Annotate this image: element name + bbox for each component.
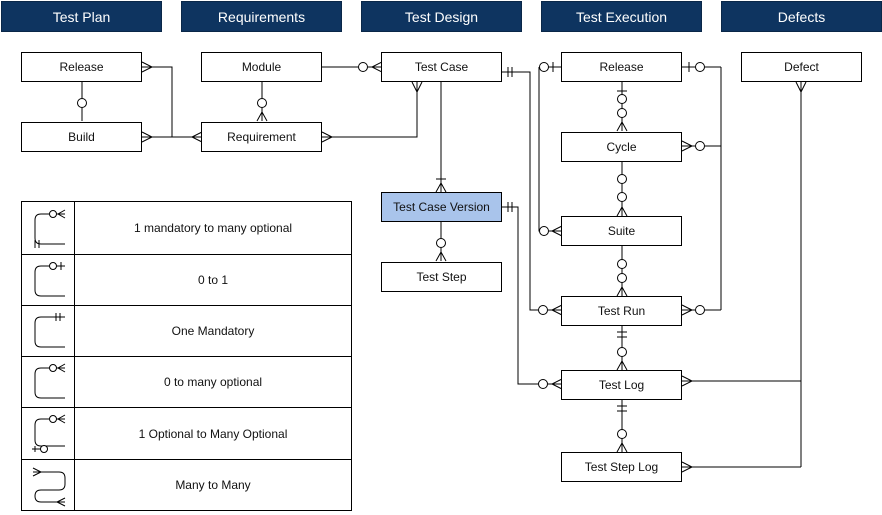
entity-release-execution[interactable]: Release xyxy=(561,52,682,82)
legend-label: Many to Many xyxy=(175,478,251,492)
entity-test-step[interactable]: Test Step xyxy=(381,262,502,292)
rel-cycle-suite xyxy=(616,161,628,217)
rel-module-testcase xyxy=(322,61,383,73)
rel-version-testlog xyxy=(502,202,563,390)
entity-module[interactable]: Module xyxy=(201,52,322,82)
rel-testrun-testlog xyxy=(616,326,628,371)
header-test-design: Test Design xyxy=(361,1,522,32)
legend-label: 0 to 1 xyxy=(197,273,229,287)
entity-defect[interactable]: Defect xyxy=(741,52,862,82)
legend-table: 1 mandatory to many optional 0 to 1 One … xyxy=(21,201,352,511)
header-requirements: Requirements xyxy=(181,1,342,32)
legend-label: 0 to many optional xyxy=(163,375,263,389)
entity-test-run[interactable]: Test Run xyxy=(561,296,682,326)
rel-release-build xyxy=(77,82,87,121)
legend-row: 0 to many optional xyxy=(22,357,351,408)
header-test-execution: Test Execution xyxy=(541,1,702,32)
legend-label: One Mandatory xyxy=(171,324,255,338)
rel-suite-testrun xyxy=(616,246,628,297)
rel-requirement-testcase xyxy=(321,81,423,143)
legend-symbol-0-to-1 xyxy=(22,255,75,305)
rel-defect-logs xyxy=(681,81,807,473)
legend-label: 1 Optional to Many Optional xyxy=(138,426,288,441)
rel-testcase-version xyxy=(435,82,447,193)
legend-row: One Mandatory xyxy=(22,306,351,357)
rel-testlog-steplog xyxy=(616,400,628,453)
rel-testcase-testrun xyxy=(502,67,563,316)
entity-suite[interactable]: Suite xyxy=(561,216,682,246)
entity-test-case[interactable]: Test Case xyxy=(381,52,502,82)
legend-row: Many to Many xyxy=(22,460,351,510)
legend-symbol-1-optional-to-many-optional xyxy=(22,408,75,459)
header-defects: Defects xyxy=(721,1,882,32)
entity-test-step-log[interactable]: Test Step Log xyxy=(561,452,682,482)
rel-release-build-requirement xyxy=(141,61,203,143)
rel-release-cycle-run-bus xyxy=(681,62,722,316)
rel-module-requirement xyxy=(256,82,268,122)
legend-row: 0 to 1 xyxy=(22,255,351,306)
header-test-plan: Test Plan xyxy=(1,1,162,32)
legend-row: 1 mandatory to many optional xyxy=(22,202,351,255)
entity-cycle[interactable]: Cycle xyxy=(561,132,682,162)
legend-symbol-0-to-many-optional xyxy=(22,357,75,407)
entity-test-case-version[interactable]: Test Case Version xyxy=(381,192,502,222)
entity-release-plan[interactable]: Release xyxy=(21,52,142,82)
legend-row: 1 Optional to Many Optional xyxy=(22,408,351,460)
legend-symbol-1-mandatory-to-many-optional xyxy=(22,202,75,254)
entity-build[interactable]: Build xyxy=(21,122,142,152)
legend-label: 1 mandatory to many optional xyxy=(133,221,293,235)
entity-test-log[interactable]: Test Log xyxy=(561,370,682,400)
legend-symbol-one-mandatory xyxy=(22,306,75,356)
rel-version-teststep xyxy=(435,222,447,262)
rel-release-suite xyxy=(538,62,563,237)
legend-symbol-many-to-many xyxy=(22,460,75,510)
rel-release-cycle xyxy=(616,82,628,132)
entity-requirement[interactable]: Requirement xyxy=(201,122,322,152)
